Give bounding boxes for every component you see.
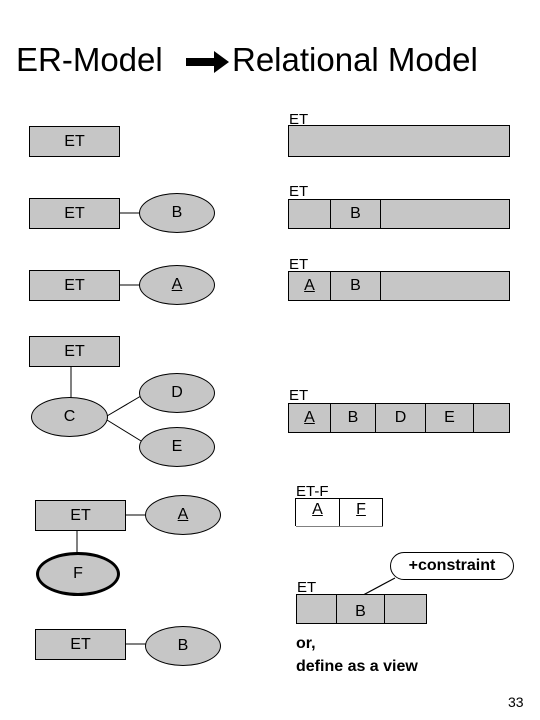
attribute-b: B <box>139 193 215 233</box>
attribute-e: E <box>139 427 215 467</box>
attribute-b: B <box>145 626 221 666</box>
relation-label-et-4: ET <box>289 387 309 404</box>
relation-label-et-3: ET <box>289 256 309 273</box>
entity-et-4: ET <box>29 336 120 367</box>
key-attribute-a: A <box>145 495 221 535</box>
title-relational-model: Relational Model <box>232 41 478 78</box>
cell-empty <box>381 272 509 300</box>
right-arrow-icon <box>186 51 229 73</box>
composite-attribute-c: C <box>31 397 108 437</box>
title-er-model: ER-Model <box>16 41 163 78</box>
note-or: or, <box>296 635 316 652</box>
note-define-view: define as a view <box>296 658 418 675</box>
cell-a: A <box>289 272 331 300</box>
entity-et-3: ET <box>29 270 120 301</box>
cell-b: B <box>331 272 381 300</box>
relation-et-f: A F <box>295 498 383 526</box>
relation-label-et-2: ET <box>289 183 309 200</box>
cell-empty <box>297 595 337 623</box>
cell-empty <box>385 595 426 623</box>
cell-f: F <box>356 501 366 518</box>
relation-et-4: A B D E <box>288 403 510 433</box>
cell-empty <box>474 404 509 432</box>
attribute-d: D <box>139 373 215 413</box>
cell-empty <box>289 200 331 228</box>
entity-et-5: ET <box>35 500 126 531</box>
relation-et-2: B <box>288 199 510 229</box>
page-number: 33 <box>508 694 524 710</box>
constraint-note: +constraint <box>390 552 514 580</box>
cell-d: D <box>376 404 426 432</box>
relation-et-1 <box>288 125 510 157</box>
cell-b: B <box>331 404 376 432</box>
cell-a: A <box>296 499 340 526</box>
entity-et-2: ET <box>29 198 120 229</box>
relation-label-et-1: ET <box>289 111 309 128</box>
relation-label-et-f: ET-F <box>296 483 329 500</box>
relation-et-3: A B <box>288 271 510 301</box>
relation-label-et-6: ET <box>297 579 317 596</box>
multivalued-attribute-f: F <box>36 552 120 596</box>
cell-b: B <box>331 200 381 228</box>
relation-et-6: B <box>296 594 427 624</box>
cell-empty <box>381 200 509 228</box>
cell-e: E <box>426 404 474 432</box>
entity-et-1: ET <box>29 126 120 157</box>
cell-a: A <box>289 404 331 432</box>
key-attribute-a: A <box>139 265 215 305</box>
entity-et-6: ET <box>35 629 126 660</box>
cell-b: B <box>337 595 385 623</box>
